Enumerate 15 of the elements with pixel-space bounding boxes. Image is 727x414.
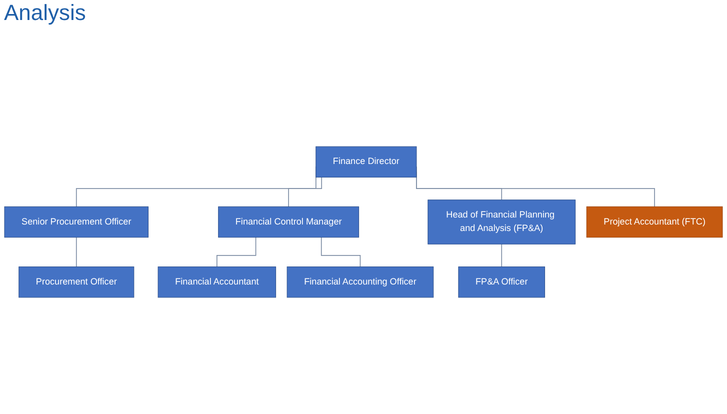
diagram-title: Analysis [4, 0, 86, 26]
node-box: Financial Accounting Officer [286, 266, 434, 298]
node-box: Project Accountant (FTC) [586, 206, 723, 238]
node-box: FP&A Officer [458, 266, 546, 298]
connector [320, 236, 361, 268]
node-box: Finance Director [316, 146, 417, 178]
node-box: Financial Control Manager [218, 206, 360, 238]
connector [501, 244, 502, 268]
node-box: Head of Financial Planning and Analysis (FP&A) [428, 200, 576, 244]
node-box: Senior Procurement Officer [4, 206, 149, 238]
node-box: Financial Accountant [158, 266, 276, 298]
connector [76, 236, 77, 268]
connector [288, 176, 322, 208]
connector [216, 236, 256, 268]
node-box: Procurement Officer [18, 266, 134, 298]
